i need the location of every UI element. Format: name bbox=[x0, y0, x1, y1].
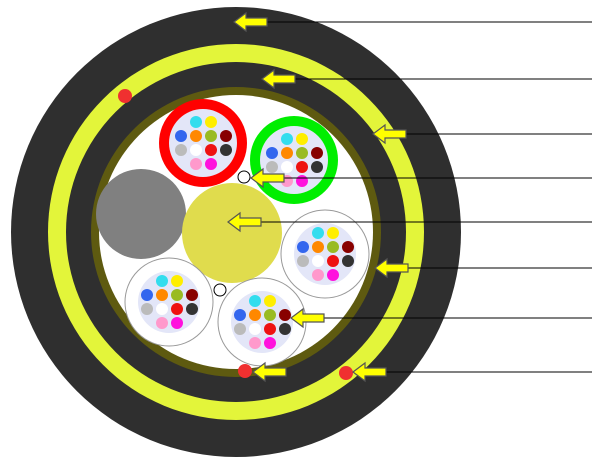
optical-fiber bbox=[141, 289, 153, 301]
optical-fiber bbox=[264, 309, 276, 321]
optical-fiber bbox=[171, 275, 183, 287]
optical-fiber bbox=[296, 161, 308, 173]
tube-gel bbox=[231, 291, 293, 353]
arrow-left-icon bbox=[250, 167, 285, 189]
arrow-left-icon bbox=[261, 68, 296, 90]
tube-gel bbox=[294, 223, 356, 285]
ripcord bbox=[118, 89, 132, 103]
optical-fiber bbox=[279, 323, 291, 335]
optical-fiber bbox=[249, 323, 261, 335]
optical-fiber bbox=[190, 130, 202, 142]
optical-fiber bbox=[171, 289, 183, 301]
optical-fiber bbox=[281, 147, 293, 159]
loose-tube bbox=[250, 116, 338, 204]
optical-fiber bbox=[311, 161, 323, 173]
optical-fiber bbox=[296, 133, 308, 145]
arrow-left-icon bbox=[290, 307, 325, 329]
loose-tube bbox=[124, 257, 214, 347]
loose-tube bbox=[280, 209, 370, 299]
optical-fiber bbox=[205, 144, 217, 156]
optical-fiber bbox=[141, 303, 153, 315]
optical-fiber bbox=[266, 161, 278, 173]
optical-fiber bbox=[296, 147, 308, 159]
loose-tube bbox=[159, 99, 247, 187]
optical-fiber bbox=[190, 116, 202, 128]
optical-fiber bbox=[220, 144, 232, 156]
arrow-left-icon bbox=[252, 361, 287, 383]
optical-fiber bbox=[249, 337, 261, 349]
ripcord bbox=[238, 364, 252, 378]
optical-fiber bbox=[156, 317, 168, 329]
arrow-left-icon bbox=[372, 123, 407, 145]
optical-fiber bbox=[156, 289, 168, 301]
tube-gel bbox=[138, 271, 200, 333]
optical-fiber bbox=[342, 241, 354, 253]
optical-fiber bbox=[281, 133, 293, 145]
arrow-left-icon bbox=[227, 211, 262, 233]
optical-fiber bbox=[281, 161, 293, 173]
optical-fiber bbox=[296, 175, 308, 187]
optical-fiber bbox=[205, 130, 217, 142]
tube-gel bbox=[169, 109, 237, 177]
optical-fiber bbox=[311, 147, 323, 159]
optical-fiber bbox=[327, 255, 339, 267]
optical-fiber bbox=[297, 241, 309, 253]
optical-fiber bbox=[205, 158, 217, 170]
water-blocking-yarn bbox=[213, 283, 227, 297]
optical-fiber bbox=[186, 303, 198, 315]
optical-fiber bbox=[312, 227, 324, 239]
optical-fiber bbox=[190, 158, 202, 170]
optical-fiber bbox=[175, 144, 187, 156]
optical-fiber bbox=[264, 295, 276, 307]
optical-fiber bbox=[156, 303, 168, 315]
optical-fiber bbox=[205, 116, 217, 128]
filler-rod bbox=[96, 169, 186, 259]
optical-fiber bbox=[297, 255, 309, 267]
arrow-left-icon bbox=[374, 257, 409, 279]
optical-fiber bbox=[171, 303, 183, 315]
optical-fiber bbox=[249, 295, 261, 307]
optical-fiber bbox=[327, 227, 339, 239]
arrow-left-icon bbox=[352, 361, 387, 383]
central-strength-member bbox=[182, 183, 282, 283]
optical-fiber bbox=[156, 275, 168, 287]
optical-fiber bbox=[342, 255, 354, 267]
optical-fiber bbox=[186, 289, 198, 301]
loose-tube bbox=[217, 277, 307, 367]
ripcord bbox=[339, 366, 353, 380]
tube-gel bbox=[260, 126, 328, 194]
optical-fiber bbox=[190, 144, 202, 156]
optical-fiber bbox=[327, 269, 339, 281]
optical-fiber bbox=[266, 147, 278, 159]
optical-fiber bbox=[234, 323, 246, 335]
optical-fiber bbox=[279, 309, 291, 321]
optical-fiber bbox=[264, 323, 276, 335]
optical-fiber bbox=[312, 241, 324, 253]
optical-fiber bbox=[234, 309, 246, 321]
optical-fiber bbox=[264, 337, 276, 349]
arrow-left-icon bbox=[233, 11, 268, 33]
optical-fiber bbox=[312, 255, 324, 267]
optical-fiber bbox=[171, 317, 183, 329]
optical-fiber bbox=[312, 269, 324, 281]
optical-fiber bbox=[175, 130, 187, 142]
optical-fiber bbox=[220, 130, 232, 142]
water-blocking-yarn bbox=[237, 170, 251, 184]
optical-fiber bbox=[327, 241, 339, 253]
optical-fiber bbox=[249, 309, 261, 321]
